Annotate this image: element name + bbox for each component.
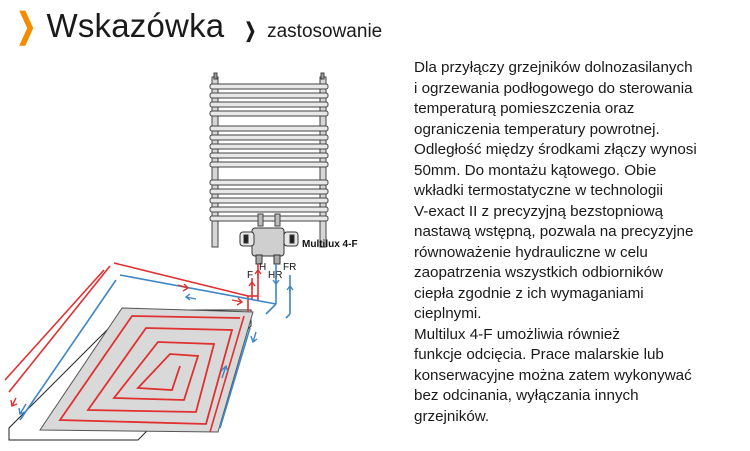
towel-radiator [209, 72, 329, 248]
flow-arrows [10, 268, 294, 415]
port-label-f: F [247, 270, 253, 281]
page-title: Wskazówka [46, 7, 225, 44]
port-label-fr: FR [283, 262, 296, 273]
port-label-h: H [259, 262, 266, 273]
valve-label: Multilux 4-F [302, 239, 358, 250]
description: Dla przyłączy grzejników dolnozasilanych… [414, 58, 744, 427]
header: ❯ Wskazówka ❯ zastosowanie [12, 6, 382, 46]
page-subtitle: zastosowanie [267, 21, 383, 42]
installation-diagram: Multilux 4-F F H HR FR [4, 72, 358, 441]
chevron-right-icon: ❯ [16, 7, 37, 45]
description-paragraph-1: Dla przyłączy grzejników dolnozasilanych… [414, 59, 697, 322]
chevron-right-small-icon: ❯ [244, 20, 257, 42]
multilux-valve [239, 227, 299, 265]
description-paragraph-2: Multilux 4-F umożliwia również funkcje o… [414, 325, 692, 425]
floor-heating-loop [58, 315, 241, 425]
supply-pipes [4, 262, 291, 433]
